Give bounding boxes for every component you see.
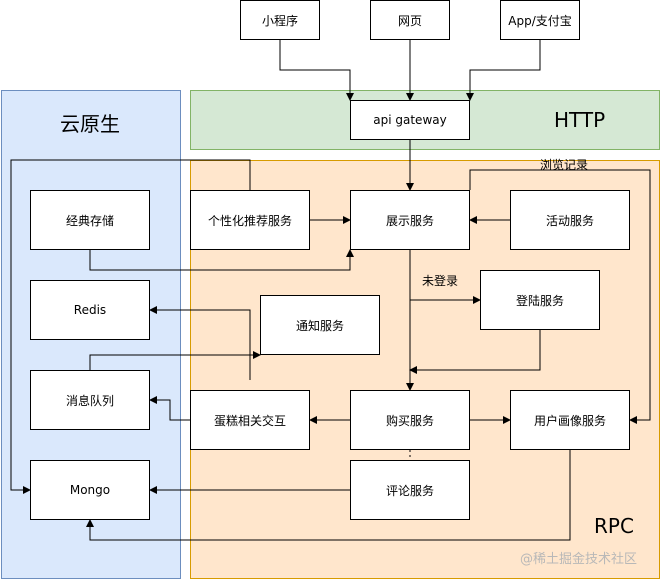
http-label: HTTP	[554, 108, 606, 132]
login-service-node: 登陆服务	[480, 270, 600, 330]
edge-browse-record	[469, 169, 651, 424]
webpage-node: 网页	[370, 0, 450, 40]
edge-profile-mongo	[86, 450, 571, 541]
edge-storage-display	[89, 249, 354, 271]
rpc-label: RPC	[594, 514, 634, 538]
activity-service-node: 活动服务	[510, 190, 630, 250]
recommend-service-node: 个性化推荐服务	[190, 190, 310, 250]
user-profile-service-node: 用户画像服务	[510, 390, 630, 450]
edge-login-back	[409, 330, 541, 374]
miniprogram-node: 小程序	[240, 0, 320, 40]
watermark-text: @稀土掘金技术社区	[520, 552, 638, 567]
cake-interaction-node: 蛋糕相关交互	[190, 390, 310, 450]
redis-node: Redis	[30, 280, 150, 340]
notify-service-node: 通知服务	[260, 295, 380, 355]
comment-service-node: 评论服务	[350, 460, 470, 520]
edge-cake-mq	[149, 396, 190, 421]
edge-recommend-mongo	[10, 159, 251, 494]
not-logged-in-label: 未登录	[422, 274, 459, 288]
edge-app-gateway	[466, 40, 541, 101]
purchase-service-node: 购买服务	[350, 390, 470, 450]
api-gateway-node: api gateway	[350, 100, 470, 140]
mongo-node: Mongo	[30, 460, 150, 520]
edge-miniprogram-gateway	[279, 40, 354, 101]
edge-mq-notify	[89, 351, 261, 370]
edge-notify-redis	[149, 306, 251, 380]
browse-record-label: 浏览记录	[540, 158, 589, 172]
classic-storage-node: 经典存储	[30, 190, 150, 250]
app-alipay-node: App/支付宝	[500, 0, 580, 40]
cloud-native-label: 云原生	[60, 112, 120, 136]
message-queue-node: 消息队列	[30, 370, 150, 430]
display-service-node: 展示服务	[350, 190, 470, 250]
